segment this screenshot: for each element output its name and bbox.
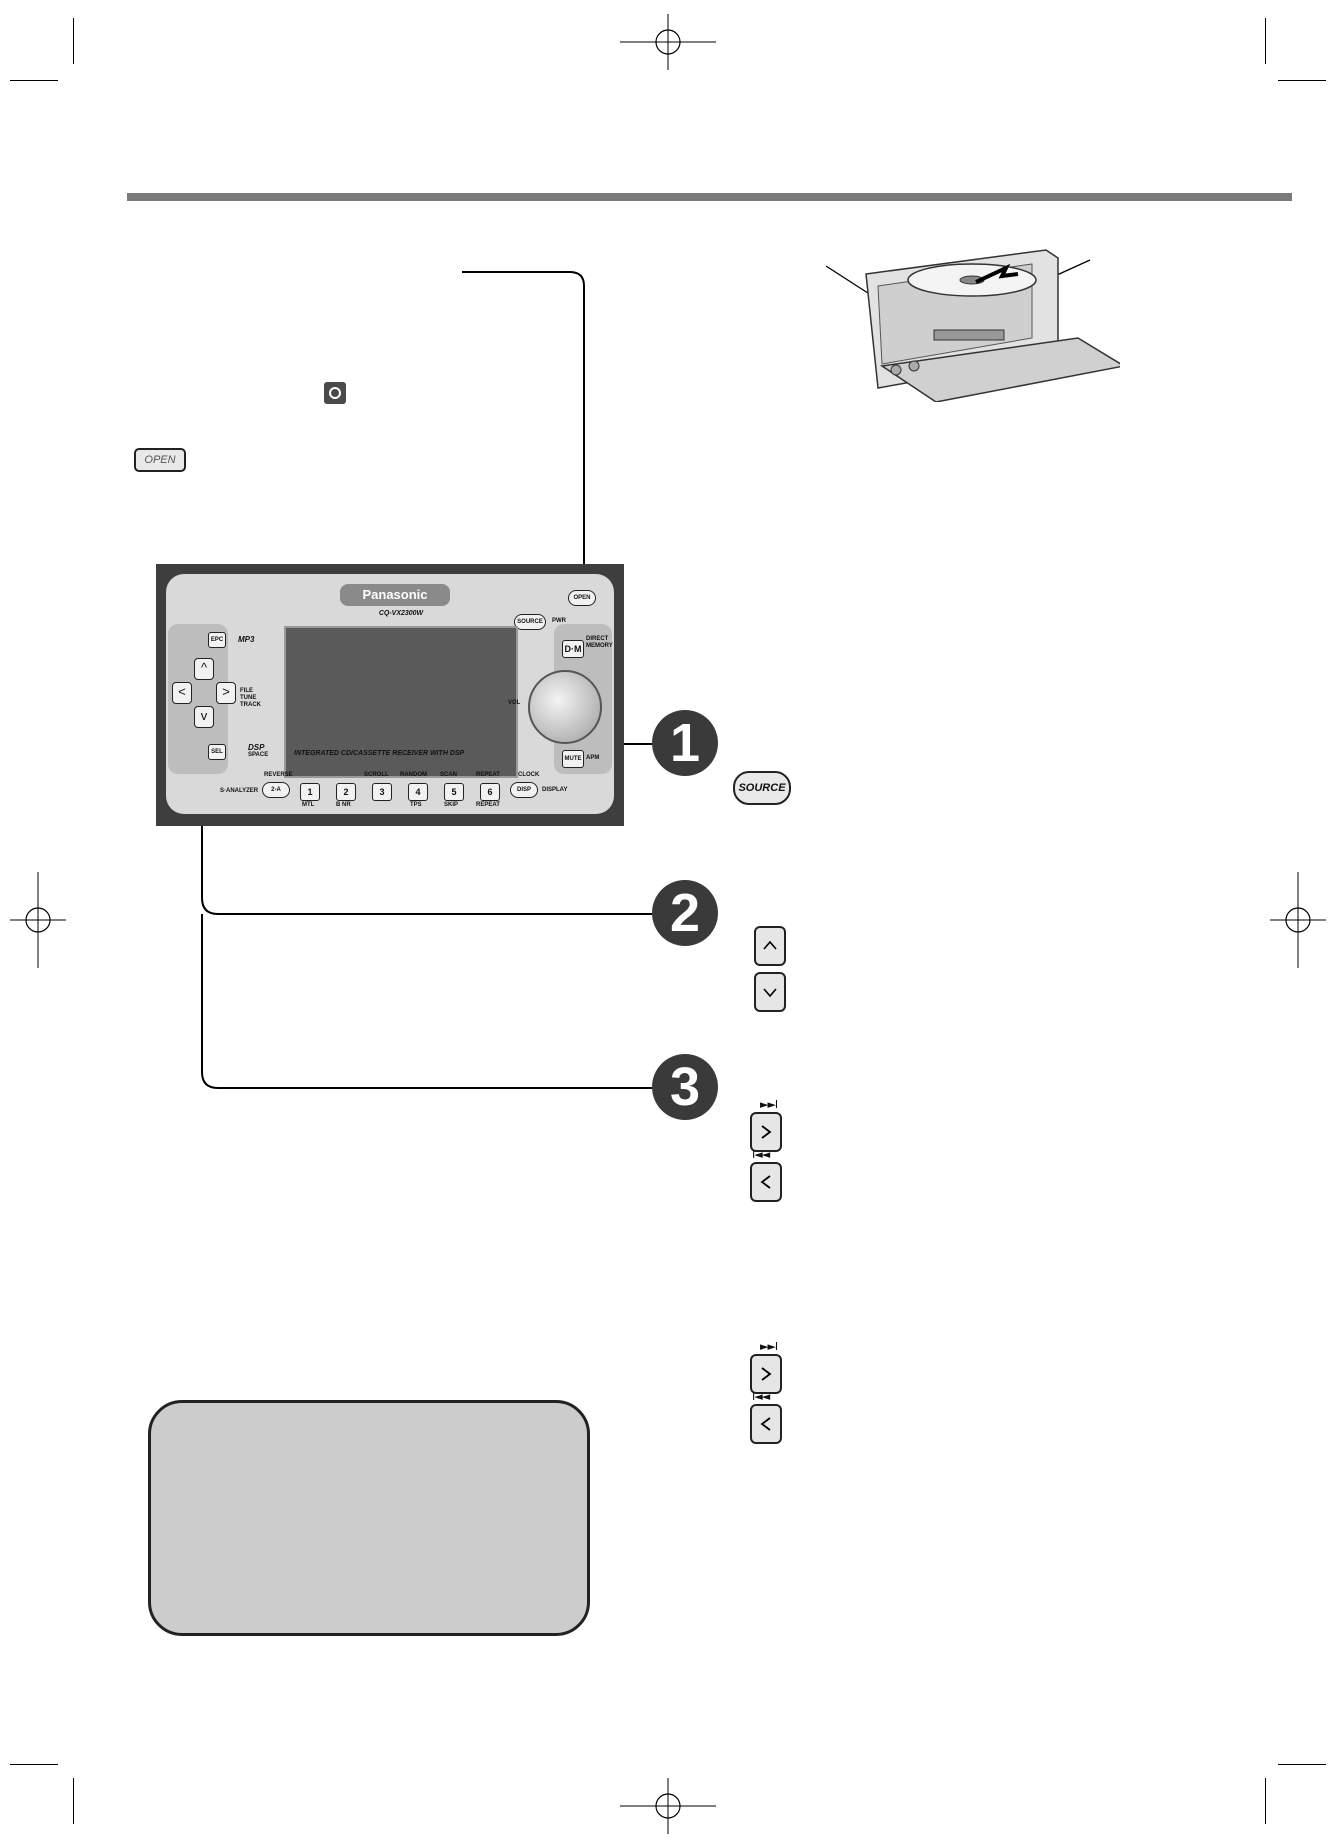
registration-target-left	[10, 872, 66, 968]
pwr-label: PWR	[552, 618, 566, 624]
preset-2[interactable]: 2	[336, 783, 356, 801]
step-3-badge: 3	[652, 1054, 718, 1120]
up-key-icon	[754, 926, 786, 966]
scroll-label: SCROLL	[364, 772, 389, 778]
crop-mark	[10, 1764, 58, 1765]
crop-mark	[73, 18, 74, 64]
dpad-left[interactable]: <	[172, 682, 192, 704]
sel-button[interactable]: SEL	[208, 744, 226, 760]
dm-button[interactable]: D·M	[562, 640, 584, 658]
crop-mark	[1265, 1778, 1266, 1824]
note-box	[148, 1400, 590, 1636]
preset-3[interactable]: 3	[372, 783, 392, 801]
registration-target-top	[620, 14, 716, 70]
brand-logo: Panasonic	[340, 584, 450, 606]
open-button-icon: OPEN	[134, 448, 186, 472]
next-key-icon	[750, 1112, 782, 1152]
mute-button[interactable]: MUTE	[562, 750, 584, 768]
scan-label: SCAN	[440, 772, 458, 778]
random-label: RANDOM	[400, 772, 427, 778]
direct-memory-label: DIRECT MEMORY	[586, 636, 613, 649]
preset-6[interactable]: 6	[480, 783, 500, 801]
dpad-up[interactable]: ^	[194, 658, 214, 680]
prev-track-symbol-2: I◄◄	[752, 1390, 770, 1403]
prev-key-icon-2	[750, 1404, 782, 1444]
crop-mark	[10, 80, 58, 81]
device-source-button[interactable]: SOURCE	[514, 614, 546, 630]
dsp-logo: DSP	[248, 743, 265, 752]
crop-mark	[73, 1778, 74, 1824]
car-stereo-faceplate: Panasonic CQ-VX2300W OPEN SOURCE PWR VOL…	[156, 564, 624, 826]
volume-knob[interactable]	[528, 670, 602, 744]
dpad-down[interactable]: v	[194, 706, 214, 728]
mtl-label: MTL	[302, 802, 315, 808]
clock-label: CLOCK	[518, 772, 540, 778]
crop-mark	[1265, 18, 1266, 64]
prev-track-symbol: I◄◄	[752, 1148, 770, 1161]
preset-1[interactable]: 1	[300, 783, 320, 801]
next-track-symbol-2: ►►I	[760, 1340, 778, 1353]
mp3-logo: MP3	[238, 635, 255, 644]
two-a-button[interactable]: 2-A	[262, 782, 290, 798]
crop-mark	[1278, 80, 1326, 81]
vol-label: VOL	[508, 700, 521, 706]
display-screen	[284, 626, 518, 778]
section-rule	[127, 193, 1292, 201]
device-open-button[interactable]: OPEN	[568, 590, 596, 606]
disc-icon	[324, 382, 346, 404]
disp-button[interactable]: DISP	[510, 782, 538, 798]
crop-mark	[1278, 1764, 1326, 1765]
display-label: DISPLAY	[542, 787, 568, 793]
down-key-icon	[754, 972, 786, 1012]
epc-button[interactable]: EPC	[208, 632, 226, 648]
faceplate-body: Panasonic CQ-VX2300W OPEN SOURCE PWR VOL…	[166, 574, 614, 814]
space-label: SPACE	[248, 752, 269, 758]
repeat-bottom-label: REPEAT	[476, 802, 500, 808]
model-number: CQ-VX2300W	[378, 610, 424, 617]
skip-label: SKIP	[444, 802, 459, 808]
tagline: INTEGRATED CD/CASSETTE RECEIVER WITH DSP	[294, 750, 465, 757]
repeat-label: REPEAT	[476, 772, 500, 778]
registration-target-right	[1270, 872, 1326, 968]
apm-label: APM	[586, 755, 600, 761]
reverse-label: REVERSE	[264, 772, 293, 778]
cd-loading-illustration	[826, 249, 1120, 402]
tps-label: TPS	[410, 802, 422, 808]
next-key-icon-2	[750, 1354, 782, 1394]
file-tune-track-label: FILE TUNE TRACK	[240, 688, 261, 708]
preset-4[interactable]: 4	[408, 783, 428, 801]
dpad-right[interactable]: >	[216, 682, 236, 704]
preset-5[interactable]: 5	[444, 783, 464, 801]
next-track-symbol: ►►I	[760, 1098, 778, 1111]
prev-key-icon	[750, 1162, 782, 1202]
source-button-icon: SOURCE	[733, 771, 791, 805]
step-2-badge: 2	[652, 880, 718, 946]
s-analyzer-label: S·ANALYZER	[220, 788, 259, 794]
registration-target-bottom	[620, 1778, 716, 1834]
b-nr-label: B NR	[336, 802, 351, 808]
step-1-badge: 1	[652, 710, 718, 776]
